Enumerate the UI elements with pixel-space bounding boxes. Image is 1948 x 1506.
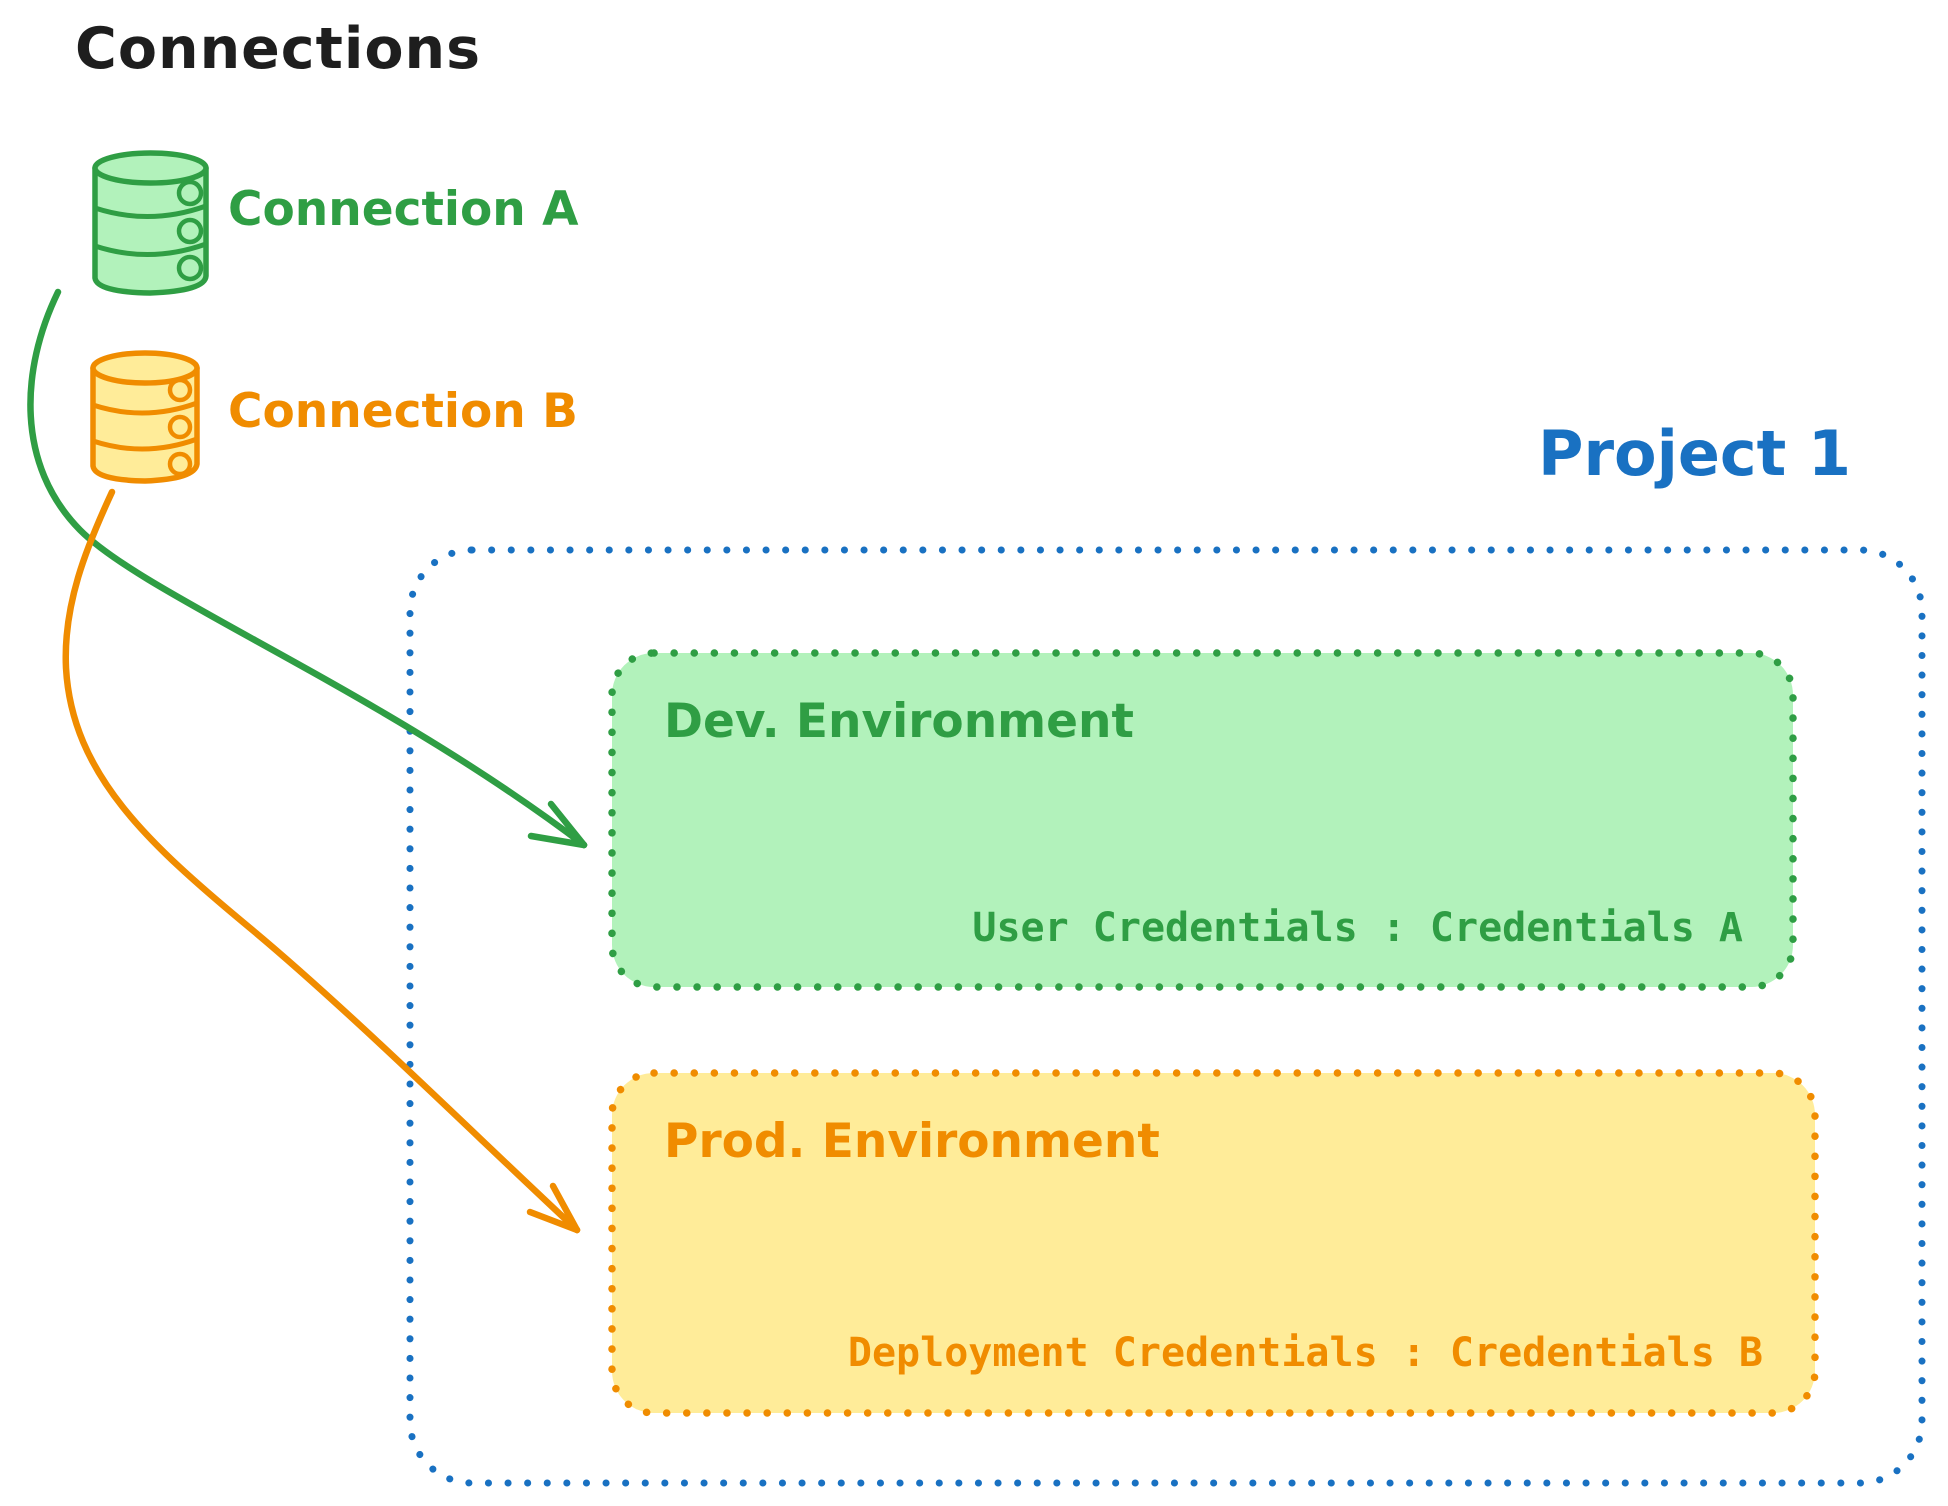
arrowhead-barb bbox=[547, 800, 588, 849]
prod-environment-label: Prod. Environment bbox=[664, 1114, 1160, 1169]
dev-environment-box bbox=[608, 649, 1797, 991]
dev-environment-label: Dev. Environment bbox=[664, 694, 1134, 749]
dev-credentials-text: User Credentials : Credentials A bbox=[972, 905, 1743, 951]
arrowhead-barb bbox=[549, 1182, 581, 1234]
connection-b-database-icon bbox=[90, 350, 200, 484]
connection-b-arrow bbox=[62, 488, 581, 1234]
prod-credentials-text: Deployment Credentials : Credentials B bbox=[847, 1330, 1763, 1376]
connection-b-label: Connection B bbox=[228, 384, 578, 439]
project-title: Project 1 bbox=[1538, 417, 1852, 490]
prod-environment-box bbox=[608, 1069, 1819, 1417]
connection-a-label: Connection A bbox=[228, 182, 579, 237]
connection-a-arrow bbox=[27, 288, 588, 849]
connection-a-database-icon bbox=[92, 150, 209, 296]
arrowhead-barb bbox=[526, 1208, 581, 1234]
arrowhead-barb bbox=[527, 832, 588, 849]
connections-title: Connections bbox=[75, 16, 482, 82]
